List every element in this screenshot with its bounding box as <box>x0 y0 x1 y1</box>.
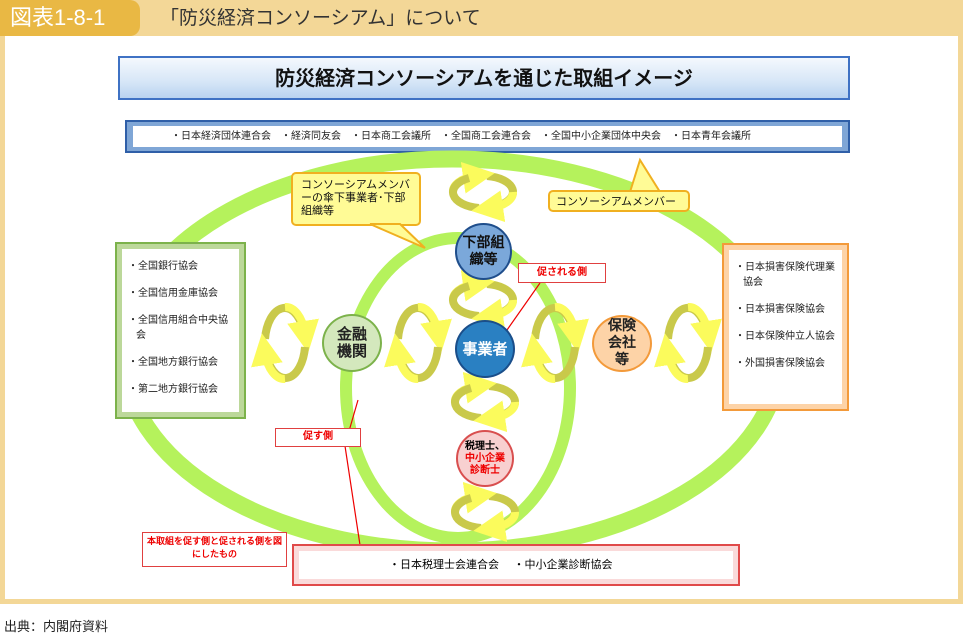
inner-business-ring <box>340 232 576 544</box>
org-item: ・全国銀行協会 <box>128 261 198 272</box>
tax-advisor-label: 税理士、 <box>465 440 505 452</box>
node-financial-institution: 金融機関 <box>322 314 382 372</box>
node-insurance: 保険会社等 <box>592 315 652 372</box>
org-item: ・全国信用組合中央協会 <box>128 315 228 341</box>
label-promoted-side: 促される側 <box>518 263 606 283</box>
cycle-arrows-icon <box>449 269 517 331</box>
org-item: ・日本損害保険協会 <box>735 304 825 315</box>
header-bar <box>0 0 963 36</box>
cycle-arrows-icon <box>654 303 722 383</box>
node-subsidiary: 下部組織等 <box>455 223 512 280</box>
org-item: ・全国信用金庫協会 <box>128 288 218 299</box>
diagram-title: 防災経済コンソーシアムを通じた取組イメージ <box>118 56 850 100</box>
connector-promoted <box>506 282 541 331</box>
callout-members: コンソーシアムメンバー <box>548 190 690 212</box>
org-item: ・日本損害保険代理業協会 <box>735 262 835 288</box>
label-promoting-side: 促す側 <box>275 428 361 447</box>
source-note: 出典：内閣府資料 <box>4 620 109 635</box>
finance-orgs-box: ・全国銀行協会・全国信用金庫協会・全国信用組合中央協会・全国地方銀行協会・第二地… <box>115 242 246 419</box>
figure-frame <box>0 36 963 604</box>
note-promote-explanation: 本取組を促す側と促される側を図にしたもの <box>142 532 287 567</box>
cycle-arrows-icon <box>451 481 519 543</box>
cycle-arrows-icon <box>451 371 519 433</box>
figure-number-badge: 図表1-8-1 <box>0 0 140 36</box>
org-item: ・第二地方銀行協会 <box>128 384 218 395</box>
figure-title: 「防災経済コンソーシアム」について <box>160 7 481 29</box>
callout-subsidiaries: コンソーシアムメンバーの傘下事業者･下部組織等 <box>291 172 421 226</box>
connector-promoting-note <box>344 445 361 546</box>
org-item: ・日本保険仲立人協会 <box>735 331 835 342</box>
tax-orgs-list: ・日本税理士会連合会 ・中小企業診断協会 <box>299 551 733 579</box>
org-item: ・全国地方銀行協会 <box>128 357 218 368</box>
cycle-arrows-icon <box>449 161 517 223</box>
sme-consultant-label: 中小企業診断士 <box>465 452 505 476</box>
cycle-arrows-icon <box>384 303 452 383</box>
tax-orgs-box: ・日本税理士会連合会 ・中小企業診断協会 <box>292 544 740 586</box>
node-business: 事業者 <box>455 320 515 378</box>
insurance-orgs-box: ・日本損害保険代理業協会・日本損害保険協会・日本保険仲立人協会・外国損害保険協会 <box>722 243 849 411</box>
consortium-members-list: ・日本経済団体連合会 ・経済同友会 ・日本商工会議所 ・全国商工会連合会 ・全国… <box>133 126 842 147</box>
cycle-arrows-icon <box>251 303 319 383</box>
org-item: ・外国損害保険協会 <box>735 358 825 369</box>
node-tax-advisor: 税理士、中小企業診断士 <box>456 430 514 487</box>
cycle-arrows-icon <box>521 303 589 383</box>
